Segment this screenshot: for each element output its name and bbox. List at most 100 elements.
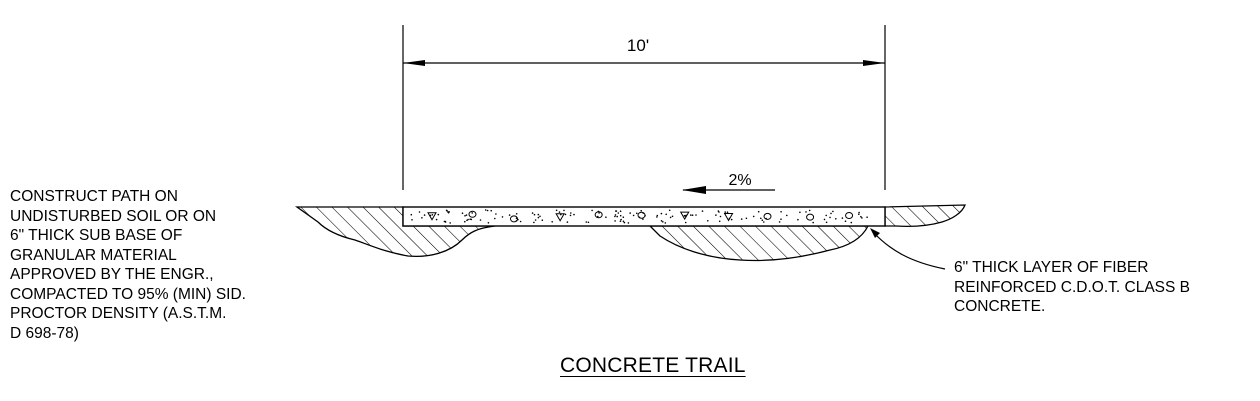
aggregate-dot (619, 210, 622, 212)
aggregate-dot (718, 220, 721, 223)
subgrade-note-line: APPROVED BY THE ENGR., (10, 266, 214, 283)
aggregate-dot (448, 211, 450, 213)
aggregate-dot (823, 218, 826, 221)
aggregate-dot (494, 217, 496, 220)
aggregate-dot (564, 213, 567, 216)
aggregate-dot (537, 216, 540, 219)
aggregate-stone (763, 212, 772, 220)
aggregate-dot (464, 215, 466, 217)
aggregate-dot (718, 211, 720, 213)
aggregate-dot (569, 214, 572, 217)
aggregate-dot (866, 216, 868, 218)
concrete-aggregate (410, 209, 868, 224)
aggregate-dot (620, 218, 622, 221)
aggregate-dot (740, 218, 743, 220)
aggregate-dot (786, 214, 788, 217)
aggregate-dot (684, 221, 687, 224)
dimension-arrow-left-icon (403, 60, 425, 66)
aggregate-dot (858, 213, 860, 215)
aggregate-stone (845, 212, 854, 220)
aggregate-stone (427, 212, 437, 221)
aggregate-dot (636, 212, 638, 215)
aggregate-dot (629, 212, 631, 214)
aggregate-dot (861, 217, 863, 219)
aggregate-dot (486, 209, 489, 212)
aggregate-dot (841, 217, 844, 219)
aggregate-dot (449, 222, 452, 224)
aggregate-dot (508, 214, 511, 216)
aggregate-dot (669, 216, 672, 219)
aggregate-dot (614, 220, 616, 222)
aggregate-stone (723, 212, 734, 222)
aggregate-dot (444, 221, 447, 223)
aggregate-dot (617, 212, 620, 214)
aggregate-dot (501, 216, 504, 218)
aggregate-dot (664, 222, 667, 224)
subgrade-note-line: COMPACTED TO 95% (MIN) SID. (10, 285, 246, 303)
aggregate-dot (690, 214, 692, 216)
aggregate-dot (799, 211, 801, 214)
aggregate-dot (443, 220, 446, 223)
aggregate-dot (660, 212, 663, 215)
aggregate-dot (695, 214, 697, 216)
aggregate-dot (519, 220, 522, 223)
aggregate-stone (468, 210, 477, 218)
aggregate-dot (778, 221, 781, 223)
dimension-arrow-right-icon (863, 60, 885, 66)
aggregate-dot (715, 214, 717, 216)
aggregate-dot (780, 211, 782, 213)
slope-label: 2% (728, 172, 751, 189)
aggregate-dot (551, 221, 553, 223)
aggregate-dot (421, 217, 423, 219)
aggregate-dot (763, 221, 765, 223)
aggregate-stone (555, 213, 566, 222)
aggregate-dot (490, 209, 493, 212)
aggregate-dot (446, 210, 448, 212)
aggregate-dot (597, 215, 599, 218)
aggregate-dot (808, 209, 811, 212)
dimension-label: 10' (627, 36, 649, 55)
aggregate-dot (615, 210, 618, 212)
aggregate-dot (495, 213, 497, 215)
aggregate-dot (745, 217, 748, 220)
soil-center (648, 225, 870, 262)
aggregate-dot (825, 221, 828, 224)
aggregate-dot (832, 210, 834, 213)
aggregate-dot (418, 211, 421, 213)
aggregate-dot (465, 214, 468, 216)
aggregate-dot (619, 214, 622, 217)
aggregate-dot (537, 213, 540, 216)
aggregate-dot (622, 220, 625, 223)
aggregate-dot (850, 221, 853, 224)
aggregate-dot (570, 212, 572, 214)
aggregate-stone (679, 211, 690, 221)
aggregate-dot (410, 213, 413, 216)
subgrade-note-line: CONSTRUCT PATH ON (10, 188, 178, 205)
aggregate-dot (656, 214, 659, 217)
aggregate-dot (707, 220, 709, 222)
aggregate-dot (585, 221, 588, 223)
aggregate-dot (531, 212, 534, 214)
aggregate-dot (469, 218, 472, 220)
aggregate-dot (752, 215, 755, 218)
aggregate-dot (797, 218, 799, 221)
aggregate-dot (726, 211, 729, 213)
subgrade-note-line: PROCTOR DENSITY (A.S.T.M. (10, 305, 227, 322)
aggregate-dot (566, 221, 569, 223)
aggregate-dot (812, 221, 814, 224)
aggregate-dot (760, 217, 762, 220)
aggregate-dot (825, 214, 827, 217)
slope-arrow-icon (682, 186, 706, 194)
aggregate-dot (431, 214, 434, 216)
aggregate-dot (614, 214, 617, 216)
subgrade-note-line: UNDISTURBED SOIL OR ON (10, 207, 217, 225)
aggregate-dot (539, 215, 541, 218)
aggregate-dot (662, 221, 664, 223)
aggregate-stone (637, 211, 646, 219)
subgrade-note-line: D 698-78) (10, 324, 79, 342)
aggregate-dot (573, 213, 575, 216)
aggregate-dot (534, 219, 537, 221)
aggregate-stone (806, 213, 815, 221)
